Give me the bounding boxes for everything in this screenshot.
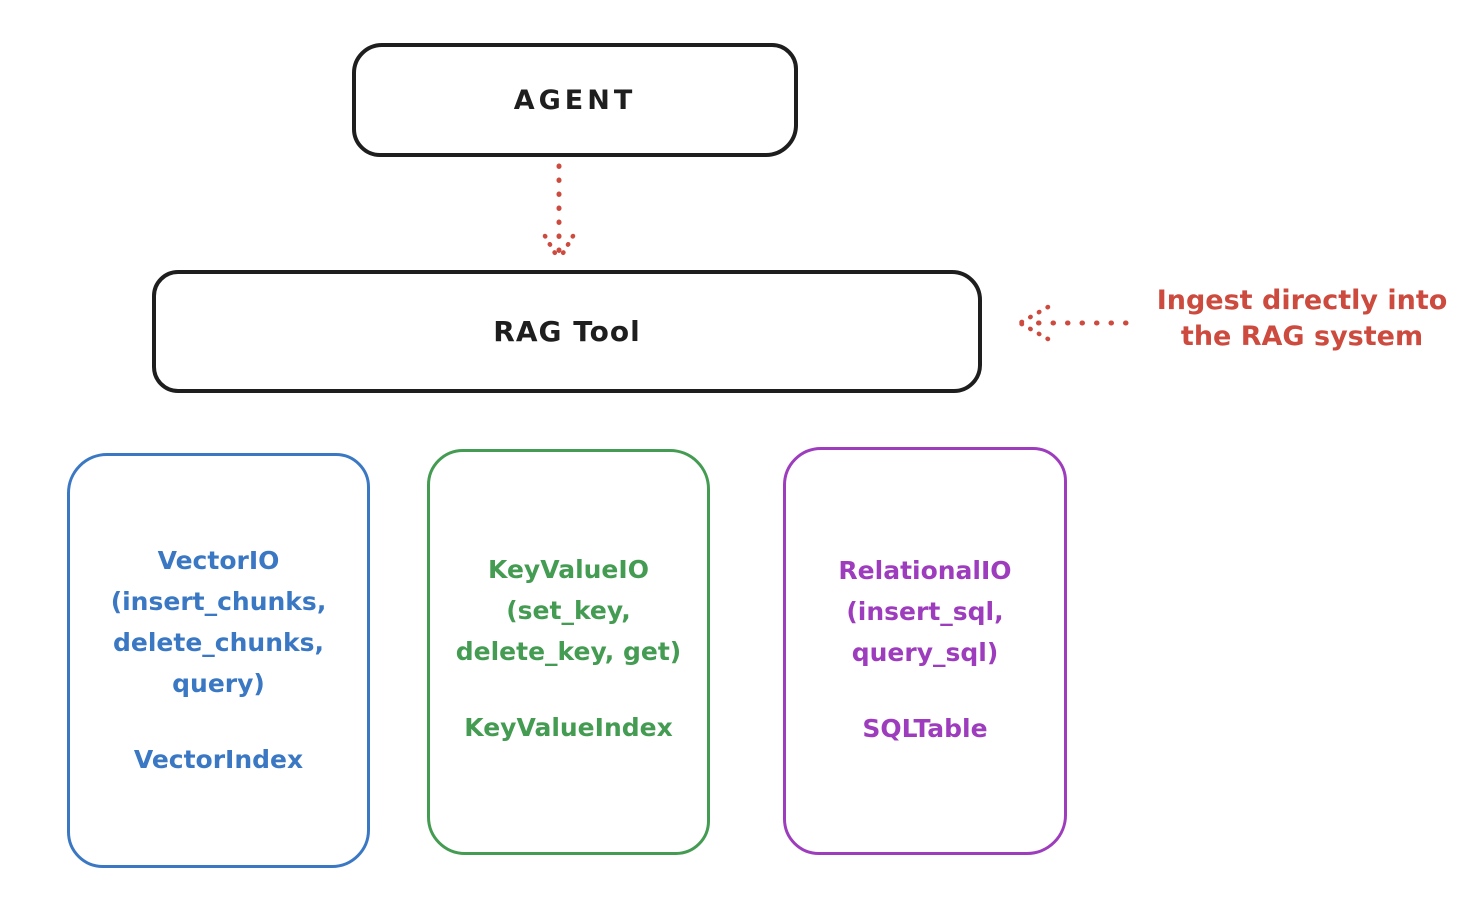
relational-io-title: RelationalIO (insert_sql, query_sql) xyxy=(838,556,1012,667)
agent-node: AGENT xyxy=(352,43,798,157)
rag-tool-label: RAG Tool xyxy=(493,315,641,348)
vector-io-index-label: VectorIndex xyxy=(133,745,304,774)
vector-io-title: VectorIO (insert_chunks, delete_chunks, … xyxy=(110,546,327,698)
agent-to-ragtool-arrow-icon xyxy=(542,163,576,263)
annotation-arrow-icon xyxy=(1017,304,1129,342)
keyvalue-io-title: KeyValueIO (set_key, delete_key, get) xyxy=(455,555,682,666)
vector-io-node: VectorIO (insert_chunks, delete_chunks, … xyxy=(67,453,370,868)
keyvalue-io-node: KeyValueIO (set_key, delete_key, get) Ke… xyxy=(427,449,710,855)
agent-label: AGENT xyxy=(513,84,637,116)
rag-tool-node: RAG Tool xyxy=(152,270,982,393)
annotation-text: Ingest directly into the RAG system xyxy=(1156,285,1448,352)
relational-io-node: RelationalIO (insert_sql, query_sql) SQL… xyxy=(783,447,1067,855)
relational-io-index-label: SQLTable xyxy=(862,714,988,743)
keyvalue-io-index-label: KeyValueIndex xyxy=(464,713,673,742)
